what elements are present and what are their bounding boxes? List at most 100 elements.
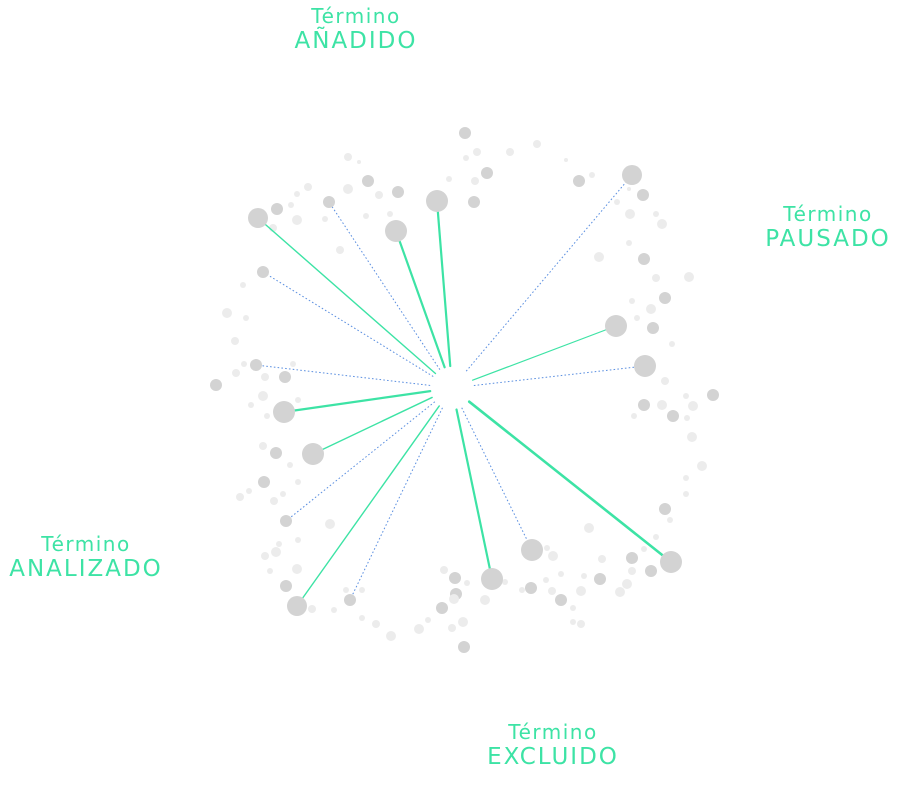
background-dot [446, 176, 452, 182]
dotted-links [255, 174, 646, 601]
background-dot [684, 415, 690, 421]
background-dot [259, 442, 267, 450]
background-dot [661, 377, 669, 385]
background-dot [261, 552, 269, 560]
background-dot [468, 196, 480, 208]
background-dot [343, 184, 353, 194]
background-dot [653, 211, 659, 217]
solid-link [257, 217, 437, 375]
background-dot [614, 199, 620, 205]
term-node [250, 359, 262, 371]
background-dot [626, 552, 638, 564]
background-dot [627, 187, 631, 191]
background-dot [458, 617, 468, 627]
term-node [521, 539, 543, 561]
background-dot [657, 400, 667, 410]
background-dot [279, 371, 291, 383]
background-dot [683, 491, 689, 497]
background-dot [589, 172, 595, 178]
background-dot [436, 602, 448, 614]
background-dot [683, 393, 689, 399]
label-term-added-line1: Término [311, 4, 401, 28]
background-dot [555, 594, 567, 606]
background-dot [638, 253, 650, 265]
background-dot [331, 607, 337, 613]
background-dot [628, 567, 636, 575]
background-dot [240, 282, 246, 288]
background-dot [236, 493, 244, 501]
background-dot [631, 413, 637, 419]
background-dot [669, 341, 675, 347]
background-dot [280, 491, 286, 497]
background-dot [558, 571, 564, 577]
term-node [426, 190, 448, 212]
background-dot [359, 615, 365, 621]
background-dot [573, 175, 585, 187]
label-term-paused-line2: PAUSADO [765, 226, 891, 252]
term-node [302, 443, 324, 465]
dotted-link [461, 407, 533, 551]
background-dot [576, 586, 586, 596]
background-dot [246, 488, 252, 494]
background-dot [449, 594, 459, 604]
label-term-excluded-line2: EXCLUIDO [487, 744, 619, 770]
background-dot [564, 158, 568, 162]
solid-link [394, 229, 446, 369]
term-node [622, 165, 642, 185]
solid-link [467, 400, 673, 564]
background-dot [637, 189, 649, 201]
background-dot [362, 175, 374, 187]
background-dot [707, 389, 719, 401]
background-dot [280, 580, 292, 592]
background-dot [267, 568, 273, 574]
background-dot [448, 624, 456, 632]
background-dot [231, 337, 239, 345]
background-dot [584, 523, 594, 533]
solid-link [296, 405, 440, 607]
background-dot [288, 202, 294, 208]
background-dot [292, 564, 302, 574]
term-node [605, 315, 627, 337]
dotted-link [285, 401, 436, 522]
background-dot [414, 624, 424, 634]
background-dot [292, 215, 302, 225]
background-dot [645, 565, 657, 577]
term-node [634, 355, 656, 377]
term-node [273, 401, 295, 423]
background-dot [577, 620, 585, 628]
background-dot [683, 475, 689, 481]
background-dot [646, 304, 656, 314]
background-dot [287, 462, 293, 468]
background-dot [657, 219, 667, 229]
background-dot [387, 211, 393, 217]
background-dot [290, 361, 296, 367]
background-dot [459, 127, 471, 139]
background-dot [626, 240, 632, 246]
background-dot [222, 308, 232, 318]
background-dot [667, 410, 679, 422]
label-term-analyzed: Término ANALIZADO [9, 532, 163, 584]
solid-links [257, 199, 673, 607]
background-dot [647, 322, 659, 334]
background-dot [308, 605, 316, 613]
background-dot [232, 369, 240, 377]
background-dot [615, 587, 625, 597]
background-dot [688, 401, 698, 411]
background-dot [241, 361, 247, 367]
background-dot [653, 534, 659, 540]
background-dot [271, 547, 281, 557]
term-node [481, 568, 503, 590]
background-dot [295, 537, 301, 543]
label-term-paused-line1: Término [783, 202, 873, 226]
background-dot [543, 577, 549, 583]
background-dot [598, 555, 606, 563]
background-dot [425, 617, 431, 623]
background-dot [258, 476, 270, 488]
background-dot [594, 573, 606, 585]
background-dot [304, 183, 312, 191]
background-dot [276, 541, 282, 547]
background-dot [243, 315, 249, 321]
label-term-added: Término AÑADIDO [295, 4, 418, 56]
